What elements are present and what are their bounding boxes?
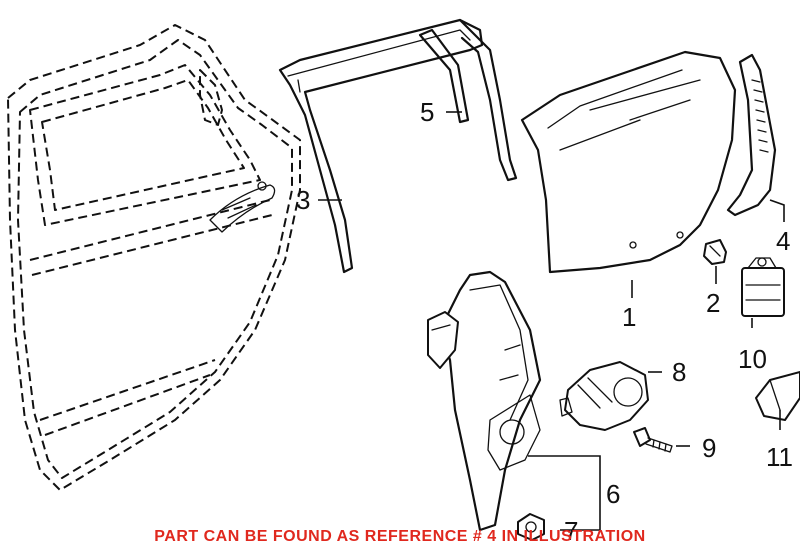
leader-lines: [318, 111, 785, 531]
callout-5: 5: [420, 97, 434, 127]
callout-2: 2: [706, 288, 720, 318]
callout-1: 1: [622, 302, 636, 332]
callout-9: 9: [702, 433, 716, 463]
door-handle: [209, 181, 276, 233]
part-5-division-channel: [418, 28, 470, 124]
part-2-glass-clip: [703, 239, 727, 265]
callout-4: 4: [776, 226, 790, 256]
callout-8: 8: [672, 357, 686, 387]
part-6-window-regulator: [427, 270, 542, 532]
door-shell-outline: [7, 24, 301, 491]
callout-11: 11: [766, 442, 793, 472]
part-8-regulator-motor: [559, 361, 649, 431]
callout-7: 7: [564, 516, 578, 546]
part-3-window-run: [278, 18, 518, 274]
part-11-bracket: [755, 371, 800, 421]
part-4-door-trim: [726, 53, 777, 217]
part-7-nut: [517, 513, 545, 541]
callout-6: 6: [606, 479, 620, 509]
reference-note: PART CAN BE FOUND AS REFERENCE # 4 IN IL…: [154, 528, 646, 545]
callout-3: 3: [296, 185, 310, 215]
part-9-bolt: [633, 427, 673, 453]
callout-10: 10: [738, 344, 767, 374]
part-10-control-module: [741, 257, 785, 317]
part-1-door-glass: [520, 50, 737, 274]
